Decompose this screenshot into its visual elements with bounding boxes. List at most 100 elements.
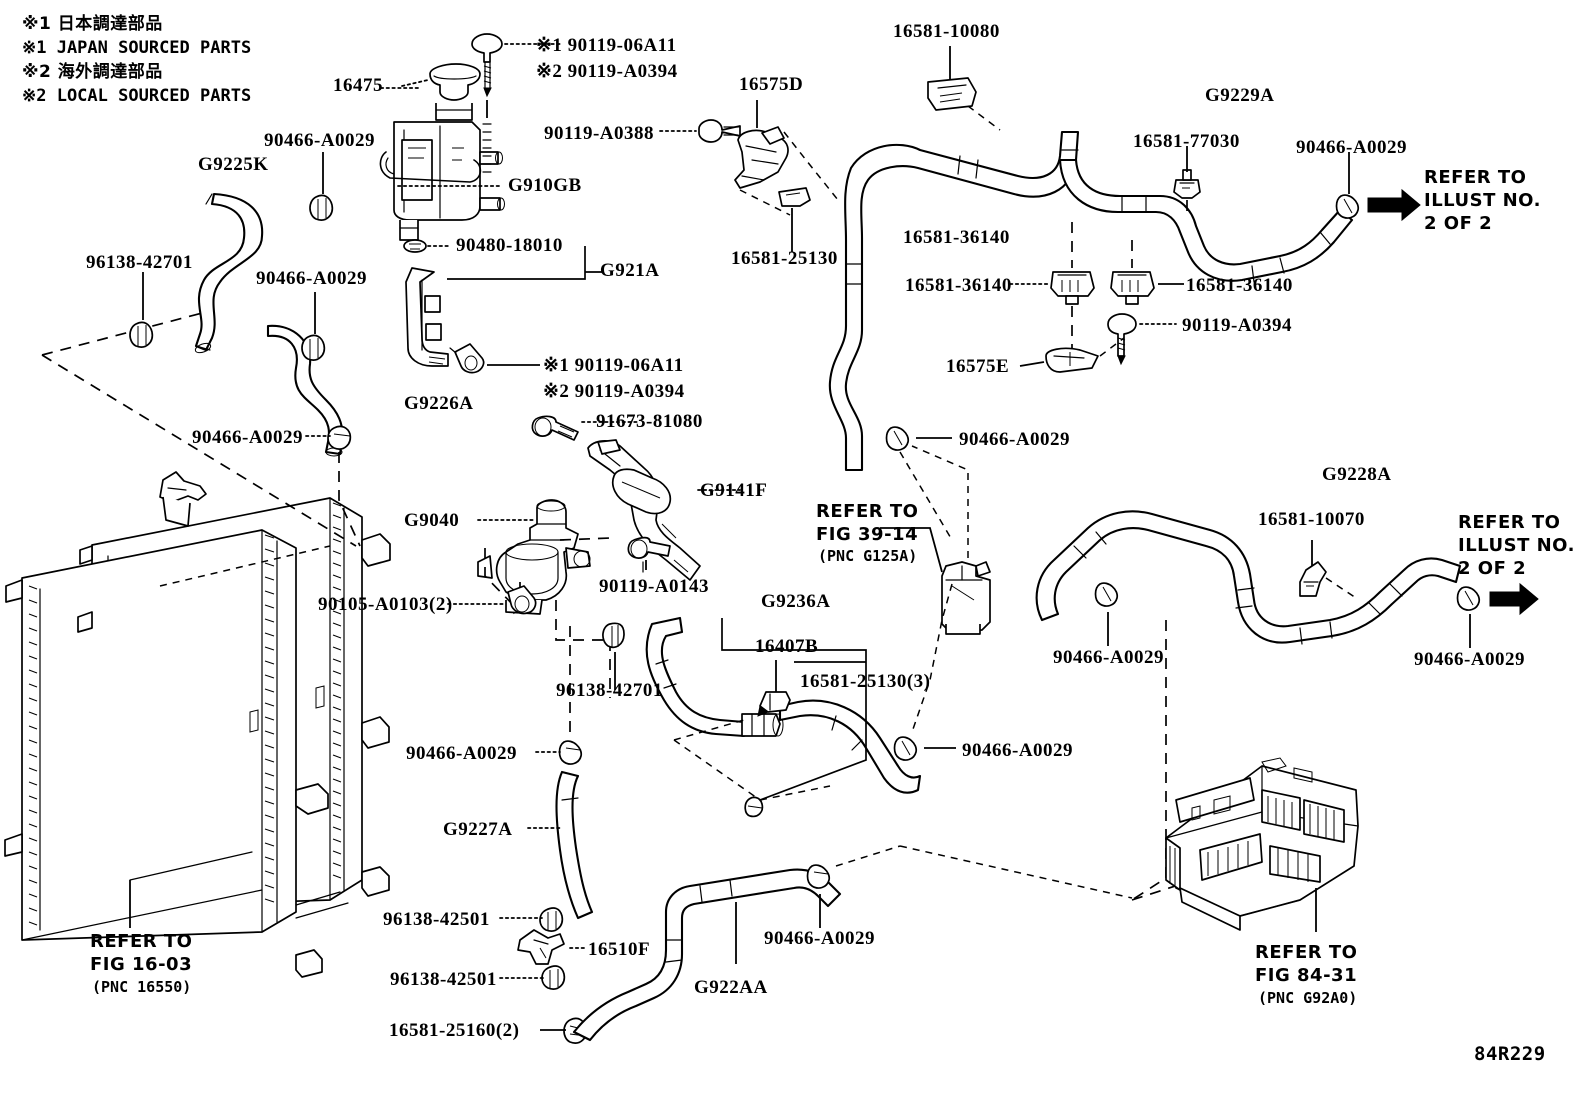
label-96138-42501-b: 96138-42501 bbox=[390, 969, 497, 990]
bolt-90119-A0394-bracket bbox=[449, 343, 485, 374]
clamp-90466-A0029-G9225K bbox=[309, 194, 334, 221]
clamp-16581-10080 bbox=[927, 77, 977, 111]
label-16407B: 16407B bbox=[755, 636, 819, 657]
label-G9227A: G9227A bbox=[443, 819, 513, 840]
label-90466-A0029-b5: 90466-A0029 bbox=[764, 928, 876, 949]
label-G9229A: G9229A bbox=[1205, 85, 1275, 106]
clamp-90466-A0029-center-low bbox=[893, 736, 918, 761]
label-90105-A0103: 90105-A0103(2) bbox=[318, 594, 453, 615]
figure-code: 84R229 bbox=[1474, 1043, 1546, 1065]
water-pump-G9040 bbox=[477, 499, 591, 615]
bolt-91673-81080 bbox=[531, 415, 579, 441]
part-PNC-G125A bbox=[941, 561, 991, 635]
label-G9040: G9040 bbox=[404, 510, 460, 531]
clip-16581-25130 bbox=[778, 187, 811, 207]
label-90466-A0029-b3: 90466-A0029 bbox=[406, 743, 518, 764]
label-pnc-g125a: (PNC G125A) bbox=[818, 547, 918, 565]
bracket-16575D bbox=[734, 126, 789, 189]
label-16581-25130: 16581-25130 bbox=[731, 248, 838, 269]
clamp-96138-42501-b bbox=[539, 907, 564, 932]
label-refer-illust-1: REFER TO ILLUST NO. 2 OF 2 bbox=[1424, 167, 1541, 235]
label-16581-36140-c: 16581-36140 bbox=[1186, 275, 1293, 296]
hose-upper-main bbox=[828, 130, 1080, 472]
label-G9236A: G9236A bbox=[761, 591, 831, 612]
label-pnc-g92a0: (PNC G92A0) bbox=[1258, 989, 1358, 1007]
label-90466-A0029-t2: 90466-A0029 bbox=[256, 268, 368, 289]
clamp-90466-A0029-G9227A bbox=[558, 740, 583, 765]
note-en-2: ※2 LOCAL SOURCED PARTS bbox=[22, 86, 252, 106]
bolt-90119-06A11-upper bbox=[471, 33, 503, 98]
label-16581-10080: 16581-10080 bbox=[893, 21, 1000, 42]
clamp-90466-A0029-right-1 bbox=[1335, 194, 1360, 219]
clamp-96138-42701-left bbox=[129, 321, 154, 348]
label-G910GB: G910GB bbox=[508, 175, 582, 196]
label-16581-36140-a: 16581-36140 bbox=[903, 227, 1010, 248]
clamp-90466-A0029-G9226A-low bbox=[327, 425, 352, 450]
label-90119-A0388: 90119-A0388 bbox=[544, 123, 654, 144]
label-90466-A0029-b4: 90466-A0029 bbox=[962, 740, 1074, 761]
label-refer-fig-16-03: REFER TO FIG 16-03 bbox=[90, 931, 193, 976]
label-90119-06A11-b: ※1 90119-06A11 bbox=[543, 355, 684, 376]
label-16581-25130-3: 16581-25130(3) bbox=[800, 671, 931, 692]
hose-G9228A bbox=[1035, 510, 1462, 645]
label-G9141F: G9141F bbox=[700, 480, 768, 501]
clamp-90466-A0029-mid bbox=[885, 426, 910, 451]
label-90466-A0029-b1: 90466-A0029 bbox=[1053, 647, 1165, 668]
label-G9225K: G9225K bbox=[198, 154, 269, 175]
note-en-1: ※1 JAPAN SOURCED PARTS bbox=[22, 38, 252, 58]
label-refer-illust-2: REFER TO ILLUST NO. 2 OF 2 bbox=[1458, 512, 1575, 580]
clip-16581-25160 bbox=[563, 1017, 588, 1044]
bracket-16575E bbox=[1045, 347, 1099, 373]
clamp-90466-A0029-G922AA bbox=[806, 864, 831, 889]
hose-G9227A bbox=[555, 770, 594, 920]
bolt-90119-A0143 bbox=[627, 536, 671, 559]
label-pnc-16550: (PNC 16550) bbox=[92, 978, 192, 996]
clamp-90466-A0029-G9228A-left bbox=[1094, 582, 1119, 607]
reservoir-tank-G910GB bbox=[379, 63, 505, 241]
label-90119-A0143: 90119-A0143 bbox=[599, 576, 709, 597]
bracket-G9141F bbox=[587, 439, 701, 581]
bolt-90105-A0103 bbox=[507, 585, 537, 615]
label-90466-A0029-t1: 90466-A0029 bbox=[264, 130, 376, 151]
bolt-90119-A0394-right bbox=[1107, 313, 1137, 366]
clamp-96138-42701-center bbox=[602, 622, 625, 649]
radiator-assembly bbox=[4, 471, 391, 978]
label-refer-fig-84-31: REFER TO FIG 84-31 bbox=[1255, 942, 1358, 987]
label-16581-10070: 16581-10070 bbox=[1258, 509, 1365, 530]
clamp-96138-42501-a bbox=[541, 965, 566, 990]
label-16510F: 16510F bbox=[588, 939, 651, 960]
label-91673-81080: 91673-81080 bbox=[596, 411, 703, 432]
label-16575D: 16575D bbox=[739, 74, 804, 95]
label-90119-A0394-a: ※2 90119-A0394 bbox=[536, 61, 678, 82]
label-G9228A: G9228A bbox=[1322, 464, 1392, 485]
label-96138-42501-a: 96138-42501 bbox=[383, 909, 490, 930]
label-96138-42701-b: 96138-42701 bbox=[556, 680, 663, 701]
label-16581-77030: 16581-77030 bbox=[1133, 131, 1240, 152]
clamp-90466-A0029-right-2 bbox=[1456, 586, 1481, 611]
label-90119-A0394-c: ※2 90119-A0394 bbox=[543, 381, 685, 402]
inverter-assembly bbox=[1165, 757, 1359, 931]
label-G921A: G921A bbox=[600, 260, 660, 281]
label-G922AA: G922AA bbox=[694, 977, 768, 998]
fitting-16510F bbox=[517, 929, 565, 965]
clip-16581-77030 bbox=[1173, 169, 1201, 199]
clip-16581-10070 bbox=[1299, 561, 1327, 597]
label-16581-25160: 16581-25160(2) bbox=[389, 1020, 520, 1041]
label-90466-A0029-c1: 90466-A0029 bbox=[959, 429, 1071, 450]
label-90119-06A11-a: ※1 90119-06A11 bbox=[536, 35, 677, 56]
label-96138-42701-a: 96138-42701 bbox=[86, 252, 193, 273]
label-90466-A0029-r1: 90466-A0029 bbox=[1296, 137, 1408, 158]
label-G9226A: G9226A bbox=[404, 393, 474, 414]
label-90480-18010: 90480-18010 bbox=[456, 235, 563, 256]
label-16575E: 16575E bbox=[946, 356, 1010, 377]
bracket-G921A bbox=[403, 239, 449, 367]
note-jp-1: ※1 日本調達部品 bbox=[22, 14, 163, 34]
clip-16581-36140-a bbox=[1050, 271, 1095, 305]
bolt-90119-A0388 bbox=[698, 119, 741, 143]
hose-G9229A bbox=[1058, 158, 1354, 283]
clip-16581-25130-3 bbox=[744, 796, 764, 818]
label-90466-A0029-b2: 90466-A0029 bbox=[1414, 649, 1526, 670]
label-90466-A0029-m1: 90466-A0029 bbox=[192, 427, 304, 448]
clamp-90466-A0029-G9226A-up bbox=[301, 334, 326, 361]
